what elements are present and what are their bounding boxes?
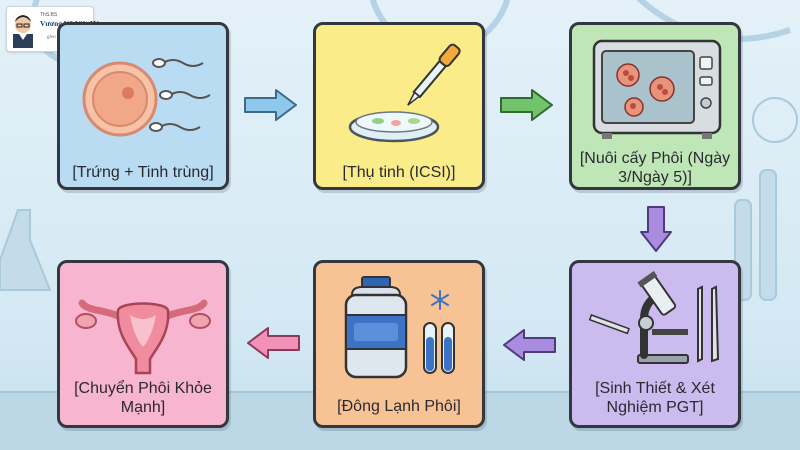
doctor-avatar-icon bbox=[13, 15, 33, 48]
step-culture-card: [Nuôi cấy Phôi (Ngày 3/Ngày 5)] bbox=[569, 22, 741, 190]
step-label-freeze: [Đông Lạnh Phôi] bbox=[337, 398, 461, 415]
step-label-culture: [Nuôi cấy Phôi (Ngày 3/Ngày 5)] bbox=[579, 150, 731, 186]
snowflake-icon bbox=[431, 290, 449, 310]
cryo-tank-icon bbox=[344, 276, 455, 379]
step-icsi-card: [Thụ tinh (ICSI)] bbox=[313, 22, 485, 190]
step-pgt-card: [Sinh Thiết & Xét Nghiệm PGT] bbox=[569, 260, 741, 428]
step-label-pgt: [Sinh Thiết & Xét Nghiệm PGT] bbox=[595, 380, 715, 416]
arrow-left-pink bbox=[247, 327, 300, 359]
step-egg-sperm-card: [Trứng + Tinh trùng] bbox=[57, 22, 229, 190]
step-label-egg-sperm: [Trứng + Tinh trùng] bbox=[72, 164, 214, 181]
egg-sperm-icon bbox=[82, 58, 211, 137]
step-label-icsi: [Thụ tinh (ICSI)] bbox=[342, 164, 456, 181]
incubator-icon bbox=[592, 39, 722, 139]
logo-title: ThS.BS bbox=[40, 12, 58, 18]
arrow-right-green bbox=[500, 89, 553, 121]
step-label-transfer: [Chuyển Phôi Khỏe Mạnh] bbox=[74, 380, 212, 416]
petri-dish-pipette-icon bbox=[348, 43, 461, 143]
step-freeze-card: [Đông Lạnh Phôi] bbox=[313, 260, 485, 428]
arrow-right-blue bbox=[244, 89, 297, 121]
step-transfer-card: [Chuyển Phôi Khỏe Mạnh] bbox=[57, 260, 229, 428]
uterus-icon bbox=[75, 299, 211, 375]
arrow-down-purple bbox=[640, 206, 672, 252]
arrow-left-purple bbox=[503, 329, 556, 361]
microscope-tools-icon bbox=[588, 271, 720, 364]
